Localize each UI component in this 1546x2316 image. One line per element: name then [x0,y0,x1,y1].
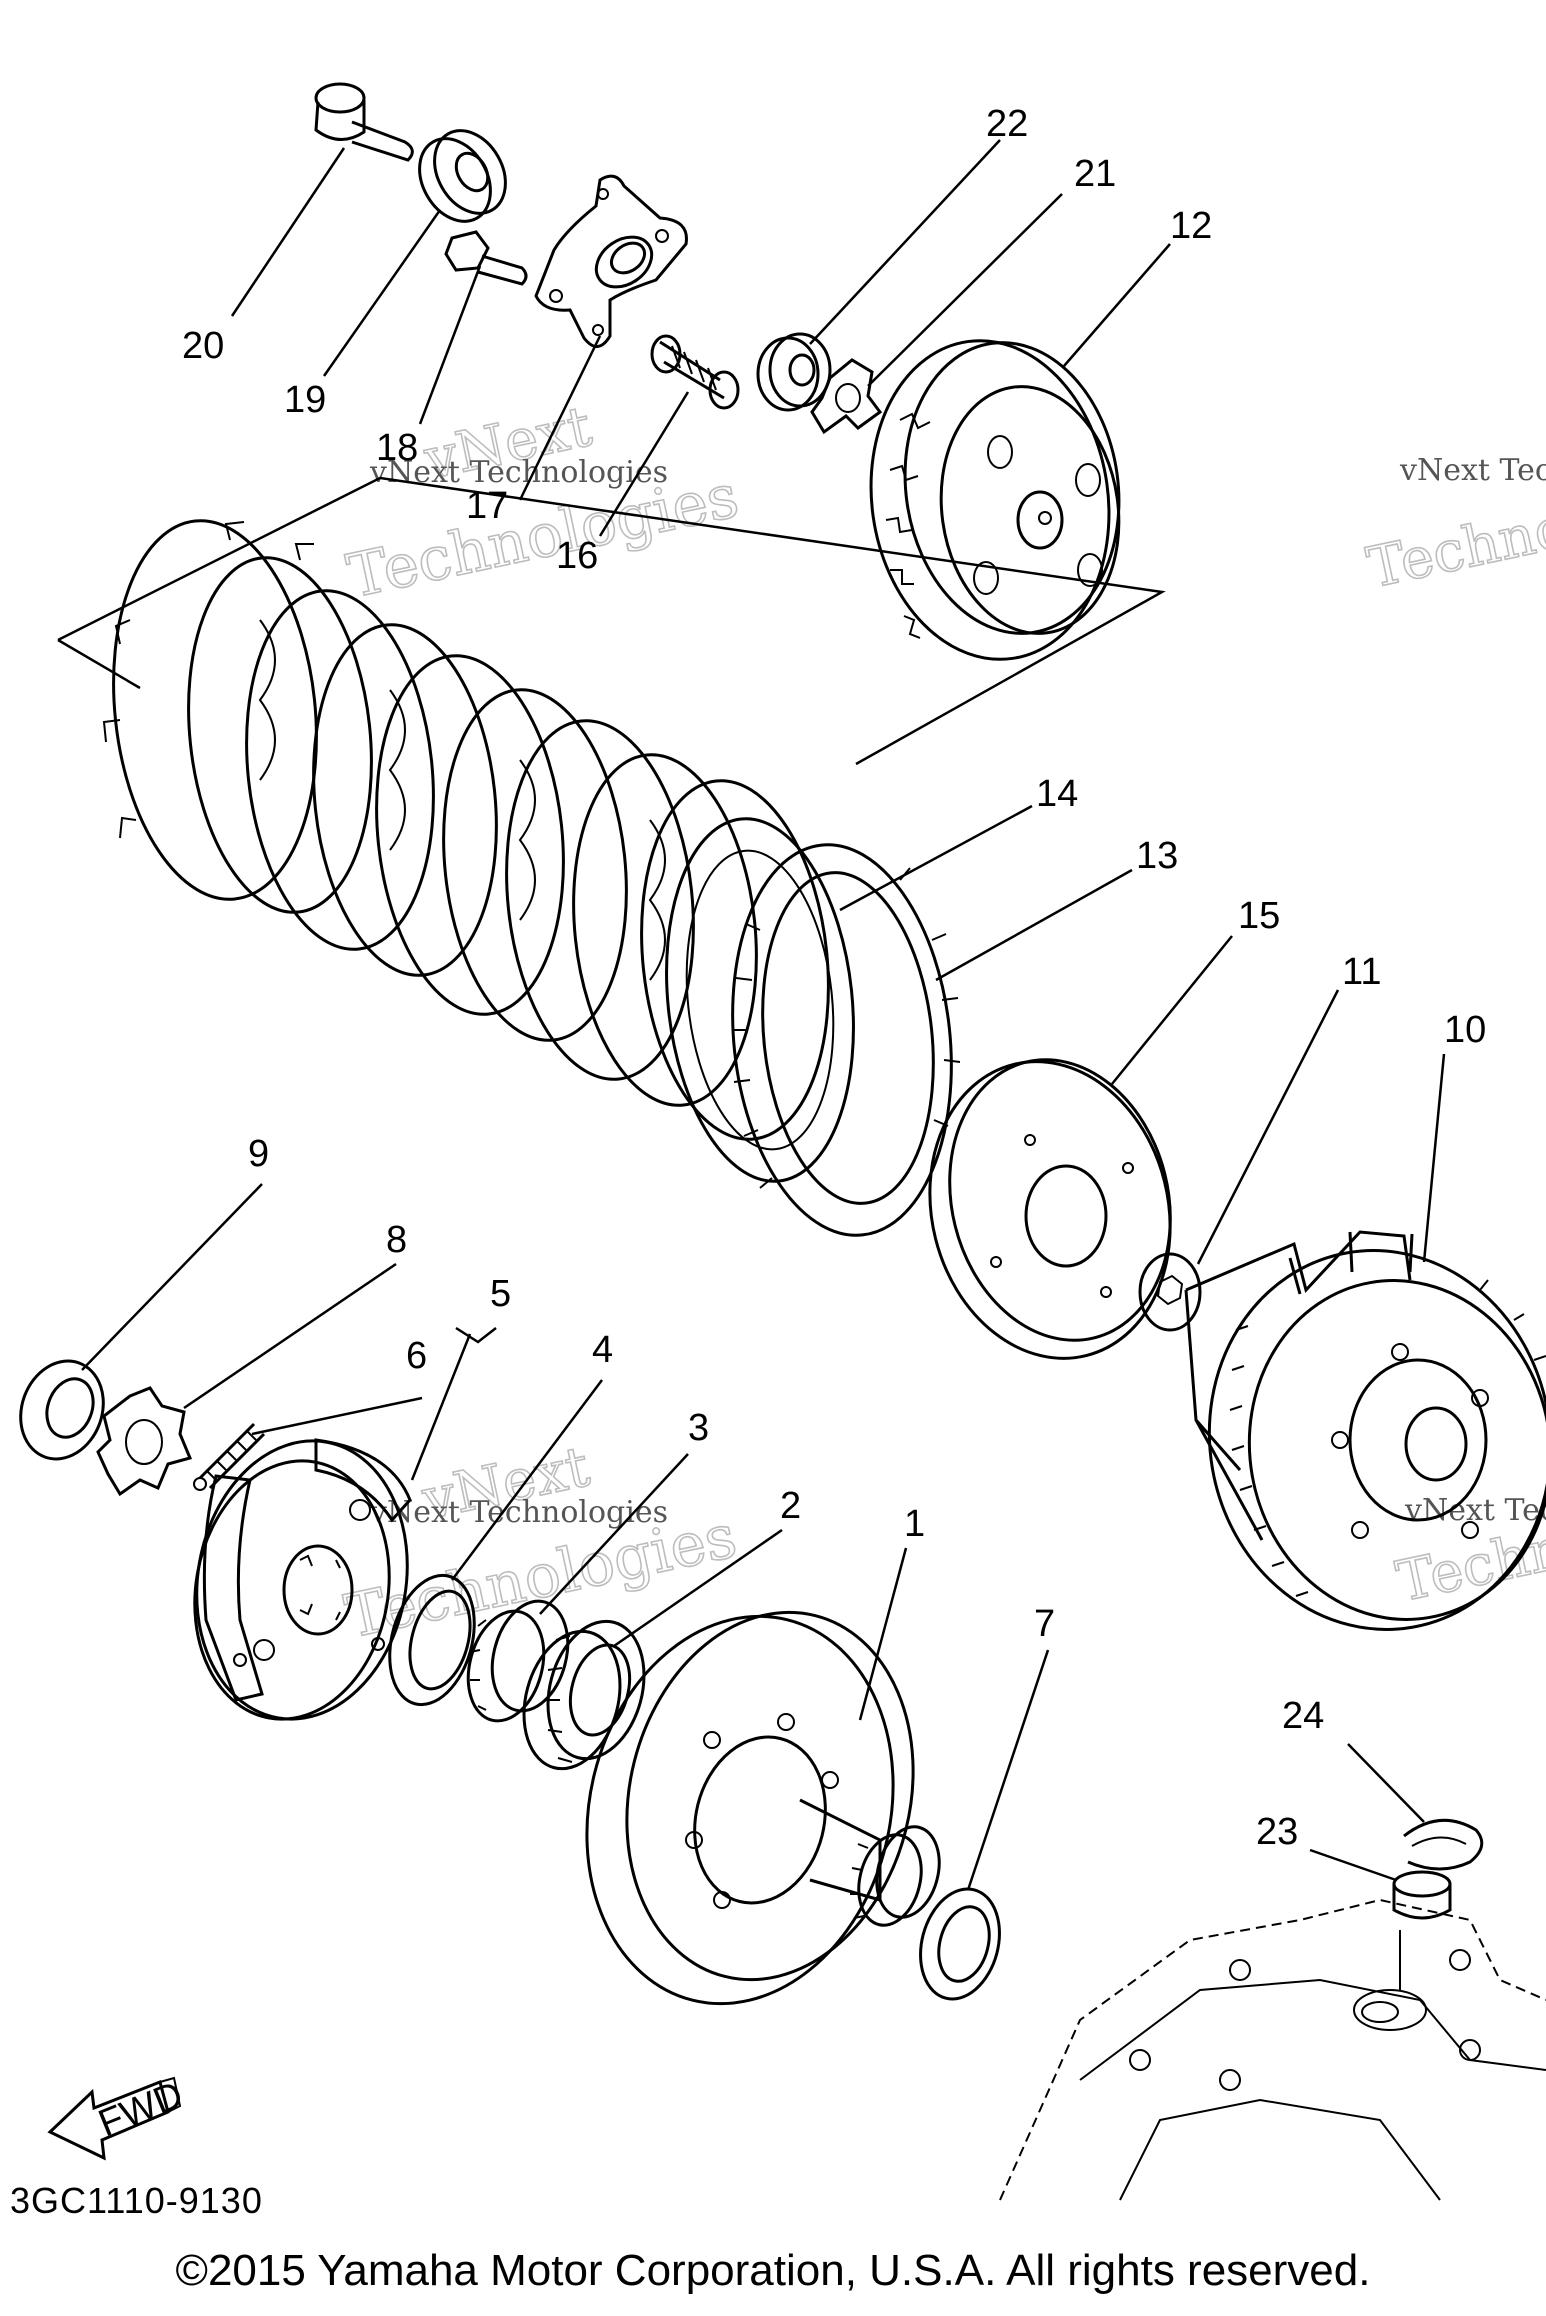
part-19-bearing [418,129,507,223]
part-10-clutch-housing [1184,1230,1546,1631]
crankcase-fragment [999,1898,1546,2201]
part-14-clutch-plate [665,817,855,1183]
callout-14: 14 [1036,773,1078,815]
clutch-plate-stack [102,519,830,1141]
callout-5: 5 [490,1273,511,1315]
callout-labels: 22 21 12 20 19 18 17 16 14 13 15 11 10 9… [182,103,1486,1853]
callout-24: 24 [1282,1695,1324,1737]
callout-1: 1 [904,1503,925,1545]
fwd-label: FWD [93,2074,189,2145]
callout-18: 18 [376,427,418,469]
part-17-pressure-plate [534,174,688,348]
callout-7: 7 [1034,1603,1055,1645]
callout-12: 12 [1170,205,1212,247]
fwd-arrow: FWD [47,2074,189,2161]
callout-11: 11 [1342,951,1381,993]
callout-17: 17 [466,485,508,527]
callout-4: 4 [592,1329,613,1371]
part-8-lock-plate [96,1386,193,1497]
leader-lines [81,139,1446,1891]
part-11-lock-washer [1138,1252,1202,1332]
callout-3: 3 [688,1407,709,1449]
part-20-bolt [314,82,414,162]
callout-15: 15 [1238,895,1280,937]
watermark-middle-text: vNext Technologies [369,1495,668,1530]
part-12-clutch-boss [869,339,1121,661]
part-3-primary-gear [466,1599,570,1723]
callout-8: 8 [386,1219,407,1261]
part-16-spring [650,334,740,410]
callout-19: 19 [284,379,326,421]
callout-2: 2 [780,1485,801,1527]
part-5-clutch-carrier [193,1438,412,1721]
part-1-primary-housing [585,1610,941,2006]
callout-16: 16 [556,535,598,577]
callout-6: 6 [406,1335,427,1377]
part-21-lock-washer [810,358,883,435]
part-13-friction-plate [731,843,961,1237]
part-22-nut [756,332,832,412]
part-23-plug [1392,1870,1452,1920]
watermark-right-top-text: vNext Technologies [1399,453,1546,488]
plate-set-bracket [57,476,1166,766]
watermark-right-middle-text: vNext Technologies [1404,1493,1546,1528]
copyright-notice: ©2015 Yamaha Motor Corporation, U.S.A. A… [175,2246,1371,2295]
callout-22: 22 [986,103,1028,145]
callout-9: 9 [248,1133,269,1175]
callout-23: 23 [1256,1811,1298,1853]
part-6-spring [193,1422,266,1491]
part-15-pressure-plate [928,1058,1172,1360]
diagram-code: 3GC1110-9130 [10,2180,263,2221]
part-7-washer [919,1887,1001,2001]
callout-10: 10 [1444,1009,1486,1051]
part-4-washer [388,1573,476,1707]
part-18-bolt [444,230,528,286]
callout-20: 20 [182,325,224,367]
part-24-circlip [1403,1818,1484,1871]
callout-13: 13 [1136,835,1178,877]
callout-21: 21 [1074,153,1116,195]
part-9-thrust-washer [19,1359,105,1461]
